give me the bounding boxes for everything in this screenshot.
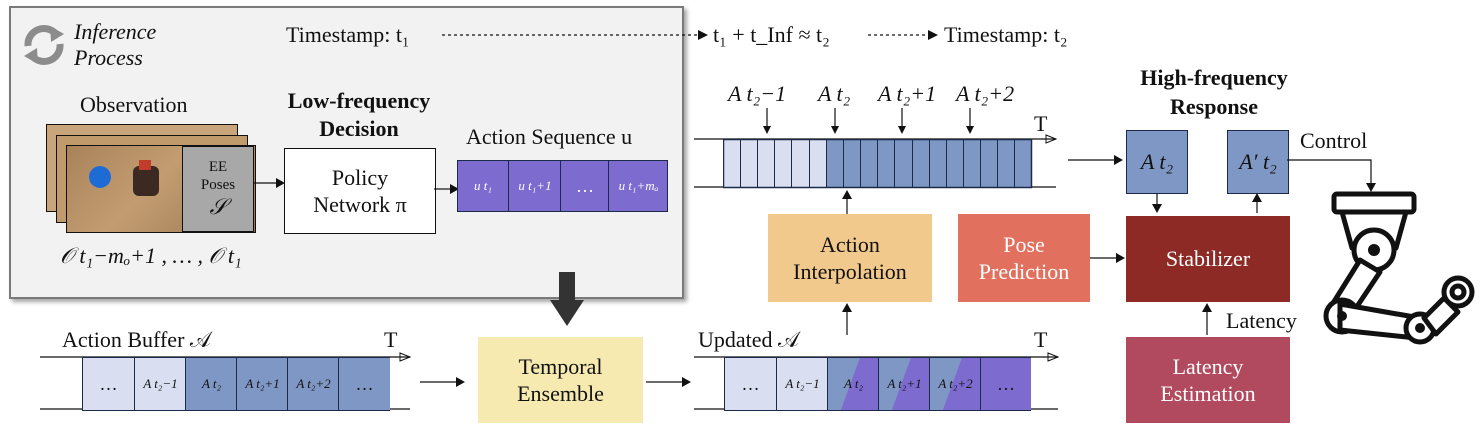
refresh-icon bbox=[24, 25, 64, 65]
arrow-latency-to-stabilizer bbox=[1202, 303, 1212, 335]
action-sequence-label: Action Sequence u bbox=[466, 124, 633, 149]
timeline-bar bbox=[723, 139, 1033, 189]
hf-corrected-box: A′ t₂ bbox=[1227, 130, 1289, 194]
timestamp-2: Timestamp: t₂ bbox=[944, 22, 1068, 47]
red-part bbox=[139, 160, 151, 170]
temporal-ensemble-box: Temporal Ensemble bbox=[478, 337, 643, 423]
decision-title: Low-frequency Decision bbox=[287, 88, 431, 141]
timeline-marker-3: A t₂+2 bbox=[956, 81, 1015, 106]
updated-buffer-bar: … A t₂−1 A t₂ A t₂+1 A t₂+2 … bbox=[724, 357, 1031, 411]
arrow-hf-to-stabilizer bbox=[1152, 193, 1162, 213]
arrow-buffer-to-ensemble bbox=[420, 377, 465, 387]
updated-cell-1: A t₂−1 bbox=[776, 358, 828, 410]
policy-network-box: Policy Network π bbox=[284, 148, 436, 234]
buffer-cell-5: … bbox=[338, 358, 390, 410]
blue-puck bbox=[89, 166, 111, 188]
arrow-obs-to-policy bbox=[254, 178, 285, 188]
updated-cell-2: A t₂ bbox=[827, 358, 879, 410]
updated-buffer-t: T bbox=[1034, 327, 1048, 352]
dashed-arrow-1 bbox=[442, 30, 708, 40]
seq-cell-3: u t₁+mₐ bbox=[608, 161, 668, 211]
seq-cell-1: u t₁+1 bbox=[508, 161, 561, 211]
action-sequence-bar: u t₁ u t₁+1 … u t₁+mₐ bbox=[457, 160, 668, 212]
timestamp-mid: t₁ + t_Inf ≈ t₂ bbox=[713, 22, 830, 47]
arrow-control-to-robot bbox=[1287, 159, 1376, 192]
buffer-cell-2: A t₂ bbox=[185, 358, 237, 410]
updated-cell-3: A t₂+1 bbox=[878, 358, 930, 410]
dashed-arrow-2 bbox=[868, 30, 938, 40]
observation-label: Observation bbox=[80, 92, 188, 117]
down-arrow-big bbox=[550, 272, 584, 326]
control-label: Control bbox=[1300, 128, 1368, 153]
robot-gripper bbox=[133, 166, 159, 196]
arrow-pose-to-stabilizer bbox=[1090, 253, 1125, 263]
buffer-cell-1: A t₂−1 bbox=[134, 358, 186, 410]
action-buffer-bar: … A t₂−1 A t₂ A t₂+1 A t₂+2 … bbox=[82, 357, 390, 411]
buffer-cell-0: … bbox=[83, 358, 134, 410]
timeline-marker-2: A t₂+1 bbox=[878, 81, 937, 106]
action-buffer-label: Action Buffer 𝒜 bbox=[62, 327, 211, 352]
seq-cell-2: … bbox=[560, 161, 609, 211]
updated-cell-0: … bbox=[725, 358, 776, 410]
inference-title: Inference Process bbox=[74, 19, 157, 71]
buffer-cell-3: A t₂+1 bbox=[236, 358, 288, 410]
arrow-stabilizer-to-corrected bbox=[1252, 193, 1262, 213]
action-buffer-t: T bbox=[384, 327, 398, 352]
updated-cell-4: A t₂+2 bbox=[929, 358, 981, 410]
seq-cell-0: u t₁ bbox=[474, 178, 492, 193]
arrow-updated-to-interp bbox=[842, 303, 852, 335]
ee-poses-box: EE Poses 𝒮 bbox=[182, 146, 254, 232]
high-freq-title: High-frequency Response bbox=[1140, 65, 1288, 119]
updated-cell-5: … bbox=[980, 358, 1031, 410]
timeline-marker-arrows bbox=[763, 108, 974, 134]
timeline-marker-0: A t₂−1 bbox=[728, 81, 787, 106]
latency-estimation-box: Latency Estimation bbox=[1126, 337, 1290, 423]
timeline-t: T bbox=[1034, 111, 1048, 136]
arrow-policy-to-seq bbox=[434, 184, 459, 194]
timeline-marker-1: A t₂ bbox=[818, 81, 851, 106]
robot-arm-icon bbox=[1323, 191, 1475, 345]
action-interpolation-box: Action Interpolation bbox=[768, 214, 932, 302]
updated-buffer-label: Updated 𝒜 bbox=[698, 327, 799, 352]
arrow-timeline-to-hf bbox=[1068, 155, 1123, 165]
latency-label: Latency bbox=[1226, 308, 1297, 333]
arrow-interp-to-timeline bbox=[842, 190, 852, 214]
buffer-cell-4: A t₂+2 bbox=[287, 358, 339, 410]
arrow-ensemble-to-updated bbox=[646, 377, 691, 387]
hf-action-box: A t₂ bbox=[1126, 130, 1188, 194]
pose-prediction-box: Pose Prediction bbox=[958, 214, 1090, 302]
stabilizer-box: Stabilizer bbox=[1126, 216, 1290, 302]
timestamp-1: Timestamp: t₁ bbox=[286, 22, 410, 47]
observation-range: 𝒪 t₁−mₒ+1 , … , 𝒪 t₁ bbox=[60, 243, 242, 268]
